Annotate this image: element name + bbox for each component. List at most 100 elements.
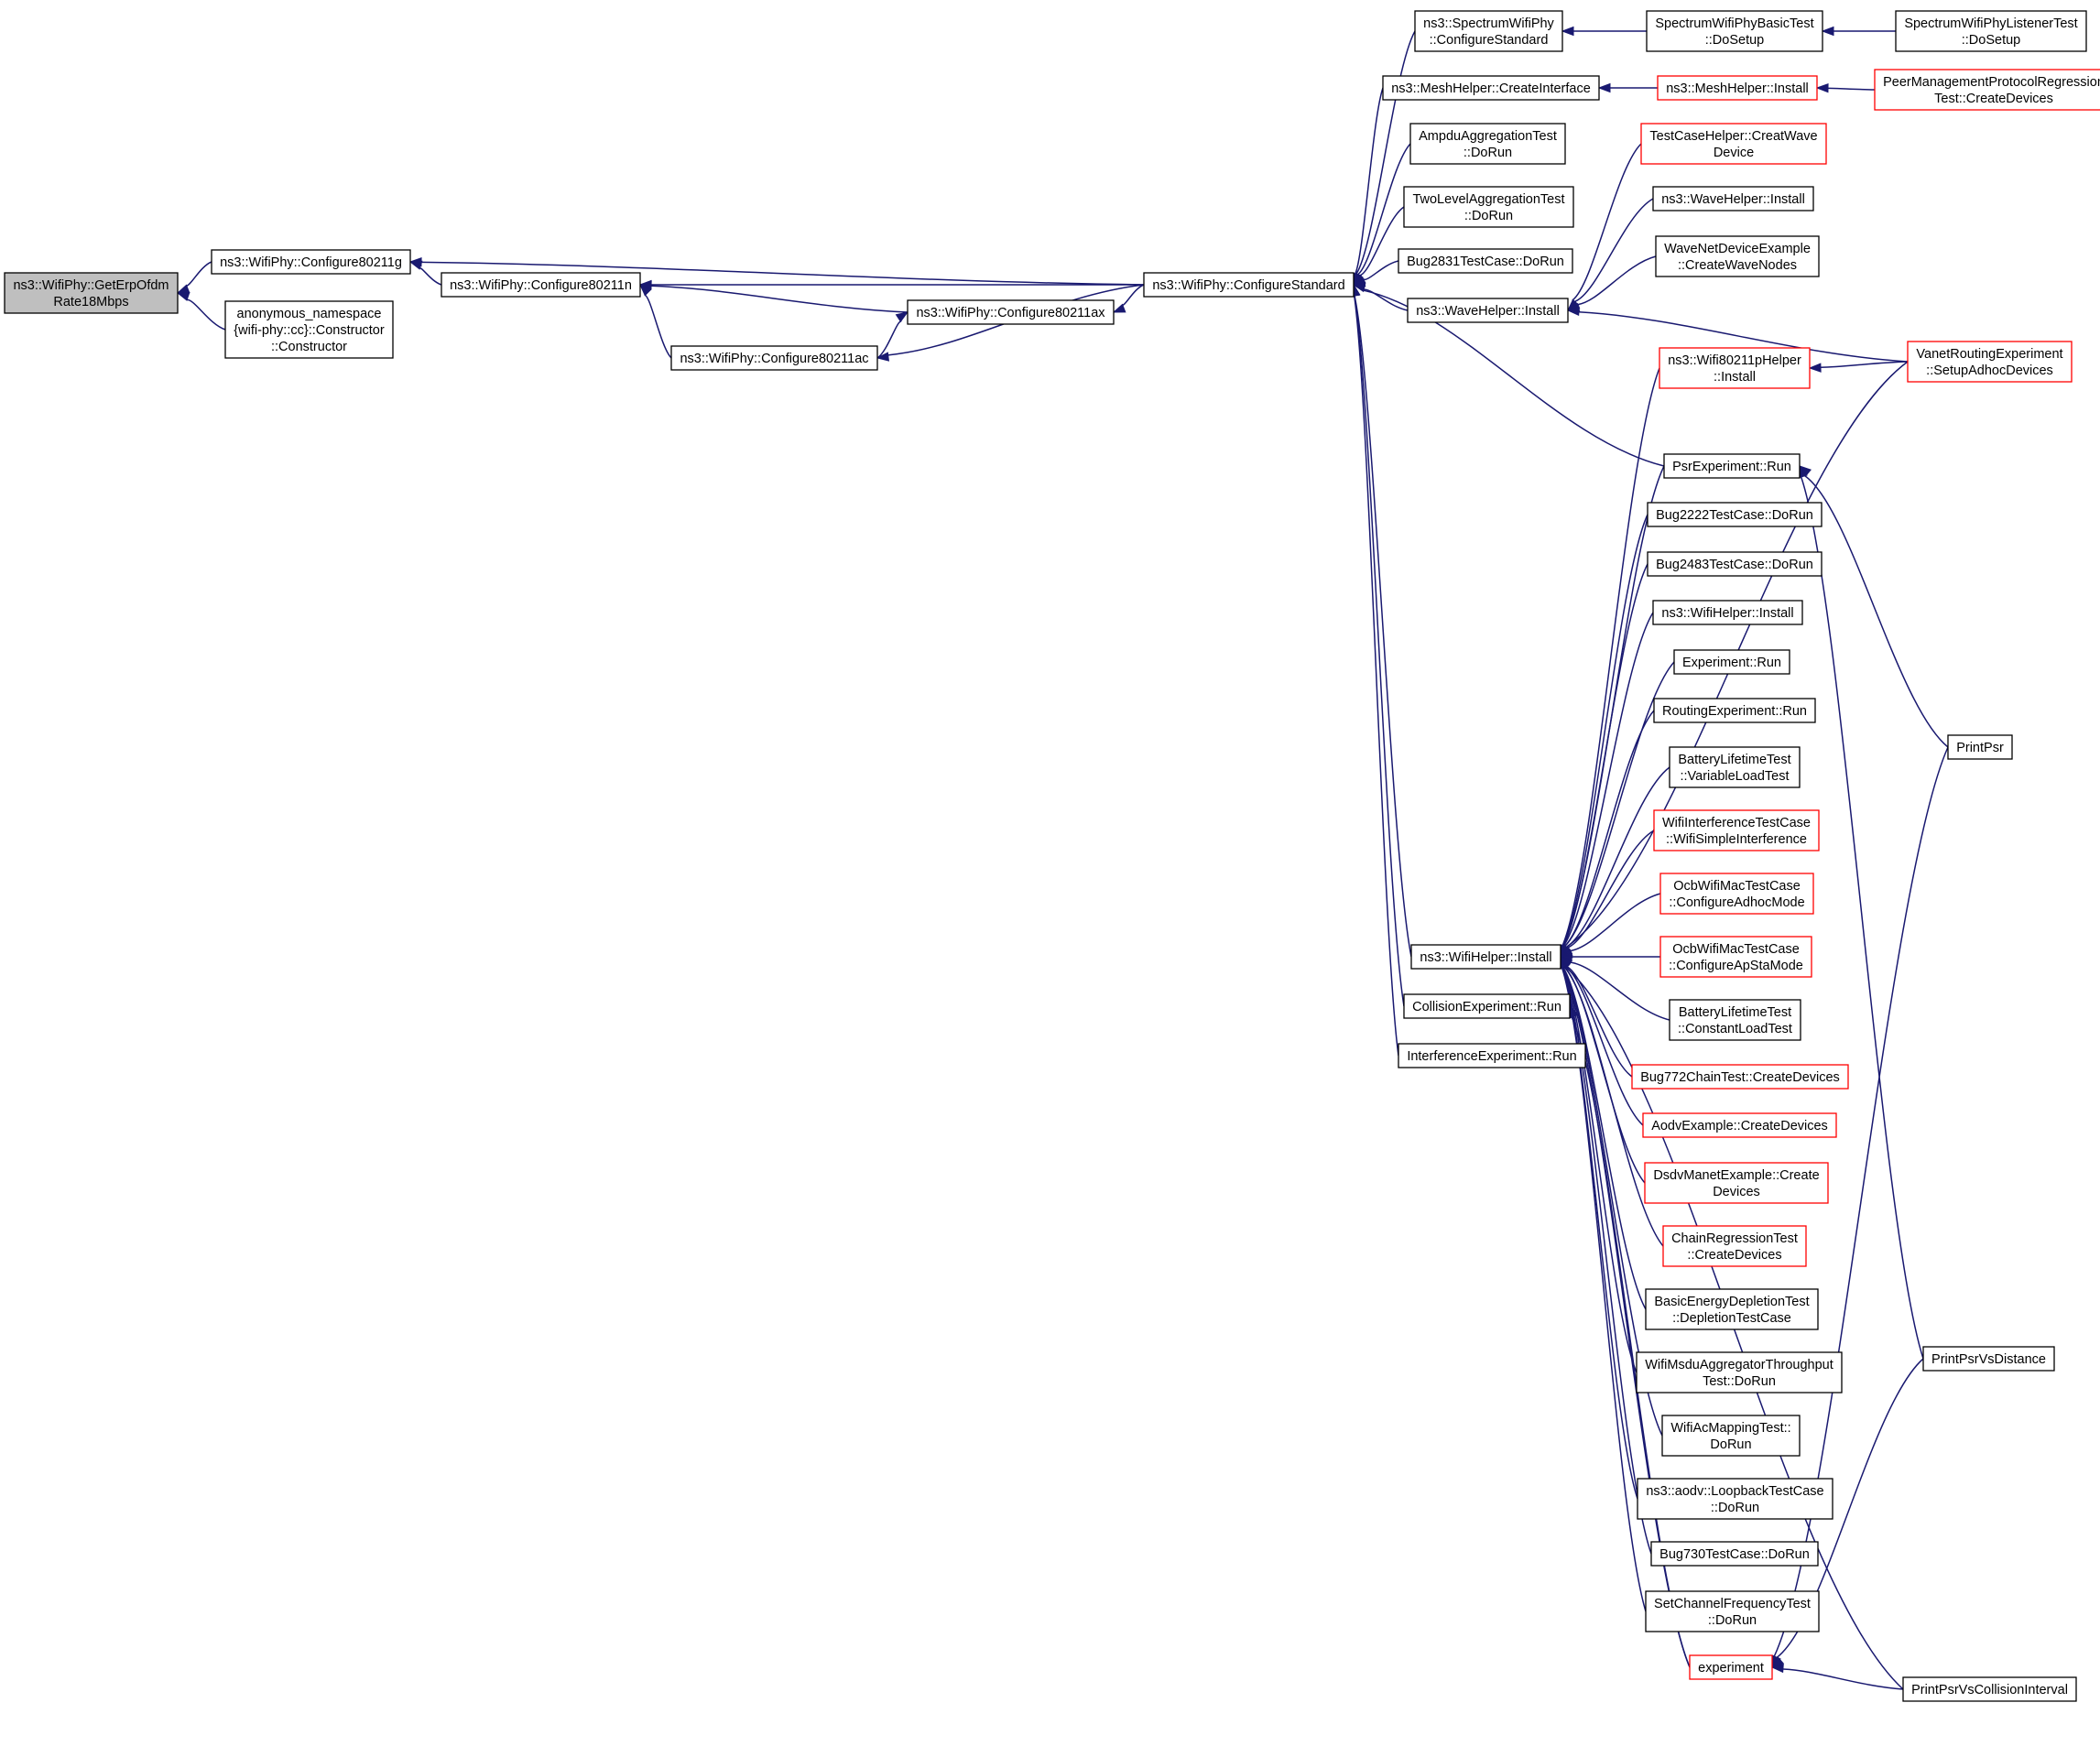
node-box (1947, 734, 2013, 760)
node-peermgmt[interactable]: PeerManagementProtocolRegressionTest::Cr… (1874, 69, 2100, 111)
arrowhead (895, 311, 909, 323)
node-box (1398, 1043, 1586, 1068)
node-label: ::DepletionTestCase (1672, 1311, 1791, 1326)
node-label: CollisionExperiment::Run (1412, 1000, 1561, 1014)
node-basicenergy[interactable]: BasicEnergyDepletionTest::DepletionTestC… (1645, 1288, 1819, 1330)
node-label: AodvExample::CreateDevices (1651, 1119, 1828, 1133)
node-label: ns3::MeshHelper::CreateInterface (1391, 81, 1591, 96)
node-label: ns3::WifiPhy::ConfigureStandard (1152, 278, 1344, 293)
node-waveinst[interactable]: ns3::WaveHelper::Install (1407, 298, 1569, 323)
node-c80211ax[interactable]: ns3::WifiPhy::Configure80211ax (907, 299, 1115, 325)
node-label: WifiInterferenceTestCase (1662, 816, 1811, 830)
arrowhead (1597, 82, 1611, 93)
node-interf[interactable]: InterferenceExperiment::Run (1398, 1043, 1586, 1068)
node-anon[interactable]: anonymous_namespace{wifi-phy::cc}::Const… (224, 300, 394, 359)
node-experiment[interactable]: experiment (1689, 1654, 1773, 1680)
edge-ocbadhoc-to-wifiinst (1570, 893, 1661, 952)
node-box (1661, 1415, 1801, 1457)
node-waveinst2[interactable]: ns3::WaveHelper::Install (1652, 186, 1814, 211)
node-cstd[interactable]: ns3::WifiPhy::ConfigureStandard (1143, 272, 1355, 298)
node-aodv[interactable]: AodvExample::CreateDevices (1642, 1112, 1837, 1138)
edge-wifiinterf-to-wifiinst (1566, 830, 1655, 949)
arrowhead (176, 291, 190, 301)
node-box (1902, 1676, 2077, 1702)
node-label: ::DoRun (1711, 1501, 1759, 1515)
node-box (1645, 1590, 1820, 1632)
node-dsdv[interactable]: DsdvManetExample::CreateDevices (1644, 1162, 1829, 1204)
node-label: Bug772ChainTest::CreateDevices (1640, 1070, 1840, 1085)
node-routing[interactable]: RoutingExperiment::Run (1653, 698, 1816, 723)
node-c80211ac[interactable]: ns3::WifiPhy::Configure80211ac (670, 345, 878, 371)
node-specbasic[interactable]: SpectrumWifiPhyBasicTest::DoSetup (1646, 10, 1823, 52)
node-wifiinterf[interactable]: WifiInterferenceTestCase::WifiSimpleInte… (1653, 809, 1820, 851)
node-bug772[interactable]: Bug772ChainTest::CreateDevices (1631, 1064, 1849, 1090)
node-bug730[interactable]: Bug730TestCase::DoRun (1650, 1541, 1819, 1567)
node-label: Bug2483TestCase::DoRun (1656, 558, 1813, 572)
arrowhead (1566, 306, 1580, 317)
edge-bug2222-to-wifiinst (1561, 514, 1648, 947)
node-label: BatteryLifetimeTest (1679, 1005, 1791, 1020)
node-acmap[interactable]: WifiAcMappingTest::DoRun (1661, 1415, 1801, 1457)
node-box (1645, 1288, 1819, 1330)
node-box (1398, 248, 1573, 274)
node-label: DoRun (1710, 1437, 1751, 1452)
edge-peermgmt-to-meshinst (1827, 87, 1876, 91)
node-label: ns3::Wifi80211pHelper (1668, 353, 1801, 368)
node-label: Device (1714, 146, 1754, 160)
arrowhead (1770, 1663, 1784, 1674)
node-twolevel[interactable]: TwoLevelAggregationTest::DoRun (1403, 186, 1574, 228)
node-printpsrcoll[interactable]: PrintPsrVsCollisionInterval (1902, 1676, 2077, 1702)
node-label: DsdvManetExample::Create (1653, 1168, 1819, 1183)
node-box (1653, 698, 1816, 723)
node-c80211g[interactable]: ns3::WifiPhy::Configure80211g (211, 249, 411, 275)
node-exprun[interactable]: Experiment::Run (1673, 649, 1790, 675)
node-wavenet[interactable]: WaveNetDeviceExample::CreateWaveNodes (1655, 235, 1820, 277)
node-chainreg[interactable]: ChainRegressionTest::CreateDevices (1662, 1225, 1807, 1267)
node-collision[interactable]: CollisionExperiment::Run (1403, 993, 1571, 1019)
arrowhead (1808, 363, 1822, 373)
node-wifiinst[interactable]: ns3::WifiHelper::Install (1410, 944, 1561, 970)
edge-psrrun-to-cstd (1363, 289, 1665, 467)
node-label: PeerManagementProtocolRegression (1883, 75, 2100, 90)
edge-ampdu-to-cstd (1356, 143, 1411, 276)
edge-collision-to-cstd (1354, 295, 1405, 1007)
node-label: Bug730TestCase::DoRun (1659, 1547, 1810, 1562)
node-vanet[interactable]: VanetRoutingExperiment::SetupAdhocDevice… (1907, 341, 2073, 383)
node-printpsr[interactable]: PrintPsr (1947, 734, 2013, 760)
node-c80211n[interactable]: ns3::WifiPhy::Configure80211n (441, 272, 641, 298)
edge-waveinst-to-cstd (1363, 288, 1409, 311)
node-setchan[interactable]: SetChannelFrequencyTest::DoRun (1645, 1590, 1820, 1632)
node-wifiinst2[interactable]: ns3::WifiHelper::Install (1652, 600, 1803, 625)
node-label: ::ConfigureApStaMode (1669, 959, 1803, 973)
node-box (1382, 75, 1600, 101)
node-psrrun[interactable]: PsrExperiment::Run (1663, 453, 1801, 479)
node-box (1659, 873, 1814, 915)
node-battvar[interactable]: BatteryLifetimeTest::VariableLoadTest (1669, 746, 1801, 788)
node-meshinst[interactable]: ns3::MeshHelper::Install (1657, 75, 1818, 101)
node-speclistener[interactable]: SpectrumWifiPhyListenerTest::DoSetup (1895, 10, 2087, 52)
node-spec[interactable]: ns3::SpectrumWifiPhy::ConfigureStandard (1414, 10, 1563, 52)
node-label: SpectrumWifiPhyListenerTest (1904, 16, 2077, 31)
node-ocbapsta[interactable]: OcbWifiMacTestCase::ConfigureApStaMode (1659, 936, 1812, 978)
node-ampdu[interactable]: AmpduAggregationTest::DoRun (1409, 123, 1566, 165)
node-label: ::CreateWaveNodes (1678, 258, 1797, 273)
node-label: PrintPsrVsDistance (1931, 1352, 2046, 1367)
node-battconst[interactable]: BatteryLifetimeTest::ConstantLoadTest (1669, 999, 1801, 1041)
edge-cstd-to-c80211g (420, 261, 1145, 286)
edge-printpsr-to-experiment (1773, 746, 1949, 1657)
node-bug2483[interactable]: Bug2483TestCase::DoRun (1647, 551, 1823, 577)
node-label: Bug2222TestCase::DoRun (1656, 508, 1813, 523)
node-label: WifiAcMappingTest:: (1670, 1421, 1790, 1436)
node-meshci[interactable]: ns3::MeshHelper::CreateInterface (1382, 75, 1600, 101)
node-label: ns3::MeshHelper::Install (1666, 81, 1809, 96)
node-ocbadhoc[interactable]: OcbWifiMacTestCase::ConfigureAdhocMode (1659, 873, 1814, 915)
node-box (4, 272, 179, 314)
node-bug2831[interactable]: Bug2831TestCase::DoRun (1398, 248, 1573, 274)
node-printpsrdist[interactable]: PrintPsrVsDistance (1922, 1346, 2055, 1372)
node-bug2222[interactable]: Bug2222TestCase::DoRun (1647, 502, 1823, 527)
node-loopback[interactable]: ns3::aodv::LoopbackTestCase::DoRun (1637, 1478, 1833, 1520)
node-w80211p[interactable]: ns3::Wifi80211pHelper::Install (1659, 347, 1811, 389)
